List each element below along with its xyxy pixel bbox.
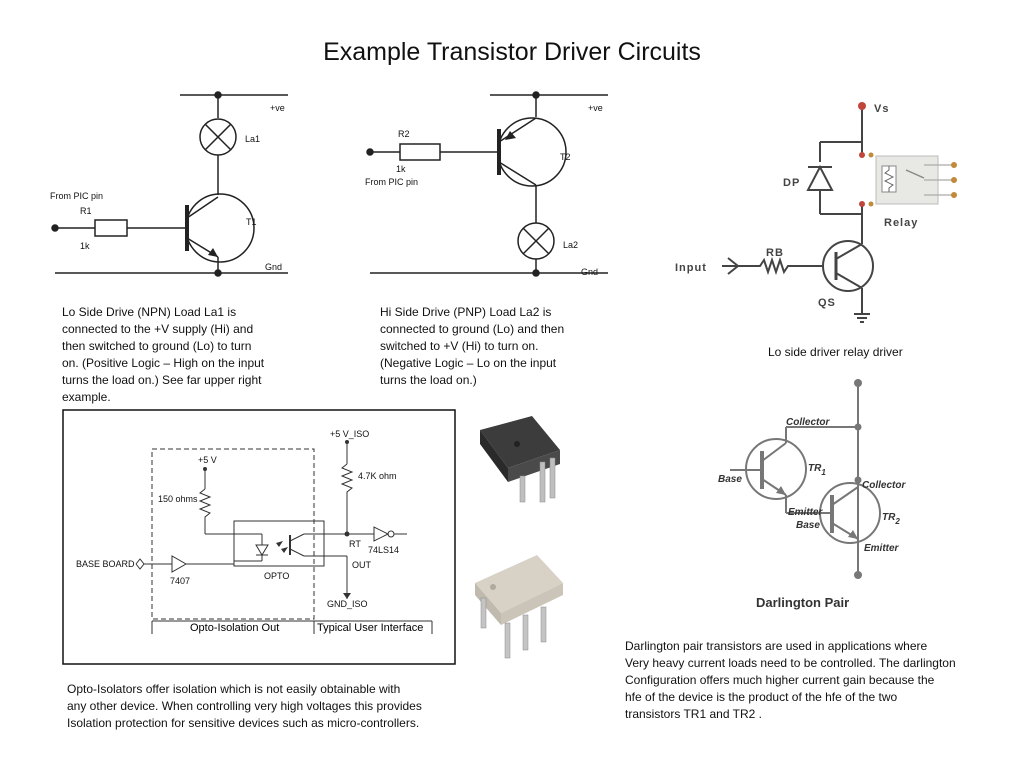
darlington-emitter-label: Emitter [864, 543, 900, 554]
pnp-description: Hi Side Drive (PNP) Load La2 is connecte… [380, 305, 565, 387]
relay-driver-circuit: Vs DP Relay Input RB QS [675, 102, 957, 323]
darlington-description: Darlington pair transistors are used in … [625, 639, 956, 721]
npn-ground-label: Gnd [265, 262, 282, 272]
opto-isolator-diagram: +5 V +5 V_ISO 150 ohms 4.7K ohm BASE BOA… [62, 409, 456, 665]
darlington-pair-diagram: Collector Base TR1 Emitter Base Collecto… [718, 379, 906, 610]
pnp-input-label: From PIC pin [365, 177, 418, 187]
darlington-tr1-label: TR1 [808, 463, 826, 477]
darlington-title: Darlington Pair [756, 595, 849, 610]
darlington-collector-right: Collector [862, 480, 906, 491]
darlington-tr2-sub: 2 [894, 517, 900, 526]
relay-resistor-label: RB [766, 247, 784, 259]
resistor-r1 [94, 219, 128, 237]
opto-r47k-label: 4.7K ohm [358, 471, 397, 481]
pnp-resistor-label: R2 [398, 129, 410, 139]
darlington-tr1-text: TR [808, 463, 822, 474]
opto-supply-iso-label: +5 V_ISO [330, 429, 369, 439]
page-title: Example Transistor Driver Circuits [323, 38, 701, 66]
opto-description: Opto-Isolators offer isolation which is … [67, 682, 422, 730]
relay-caption: Lo side driver relay driver [768, 345, 903, 359]
opto-out-label: OUT [352, 560, 372, 570]
transistor-t2 [497, 117, 567, 187]
opto-gnd-label: GND_ISO [327, 599, 368, 609]
relay-input-label: Input [675, 262, 707, 274]
darlington-emitter-base-2: Base [796, 520, 820, 531]
opto-buffer-label: 7407 [170, 576, 190, 586]
darlington-tr2-label: TR2 [882, 512, 900, 526]
pnp-driver-circuit: +ve R2 1k From PIC pin T2 La2 Gnd [365, 91, 608, 277]
npn-transistor-label: T1 [246, 217, 257, 227]
opto-rt-label: RT [349, 539, 361, 549]
npn-driver-circuit: +ve La1 From PIC pin R1 1k T1 Gnd [50, 91, 288, 277]
darlington-tr1-sub: 1 [821, 468, 826, 477]
opto-section-left: Opto-Isolation Out [190, 622, 279, 634]
relay-supply-label: Vs [874, 103, 889, 115]
opto-chip-black-image [480, 416, 560, 503]
npn-supply-label: +ve [270, 103, 285, 113]
darlington-emitter-base-1: Emitter [788, 507, 824, 518]
relay-transistor-label: QS [818, 297, 836, 309]
transistor-qs [822, 240, 874, 292]
transistor-t1 [185, 193, 255, 263]
resistor-r2 [399, 143, 441, 161]
npn-description: Lo Side Drive (NPN) Load La1 is connecte… [62, 305, 265, 404]
npn-lamp-label: La1 [245, 134, 260, 144]
opto-r150-label: 150 ohms [158, 494, 198, 504]
opto-supply5-label: +5 V [198, 455, 217, 465]
darlington-collector-top: Collector [786, 417, 830, 428]
opto-label: OPTO [264, 571, 289, 581]
pnp-supply-label: +ve [588, 103, 603, 113]
relay-diode-label: DP [783, 177, 800, 189]
opto-chip-white-image [475, 555, 563, 659]
opto-input-label: BASE BOARD [76, 559, 135, 569]
diode-dp [806, 164, 834, 191]
darlington-base-label: Base [718, 474, 742, 485]
relay-label: Relay [884, 217, 918, 229]
opto-section-right: Typical User Interface [317, 622, 423, 634]
npn-resistor-label: R1 [80, 206, 92, 216]
darlington-tr2-text: TR [882, 512, 896, 523]
npn-input-label: From PIC pin [50, 191, 103, 201]
opto-inverter-label: 74LS14 [368, 545, 399, 555]
pnp-resistor-value: 1k [396, 164, 406, 174]
npn-resistor-value: 1k [80, 241, 90, 251]
pnp-ground-label: Gnd [581, 267, 598, 277]
pnp-lamp-label: La2 [563, 240, 578, 250]
pnp-transistor-label: T2 [560, 152, 571, 162]
